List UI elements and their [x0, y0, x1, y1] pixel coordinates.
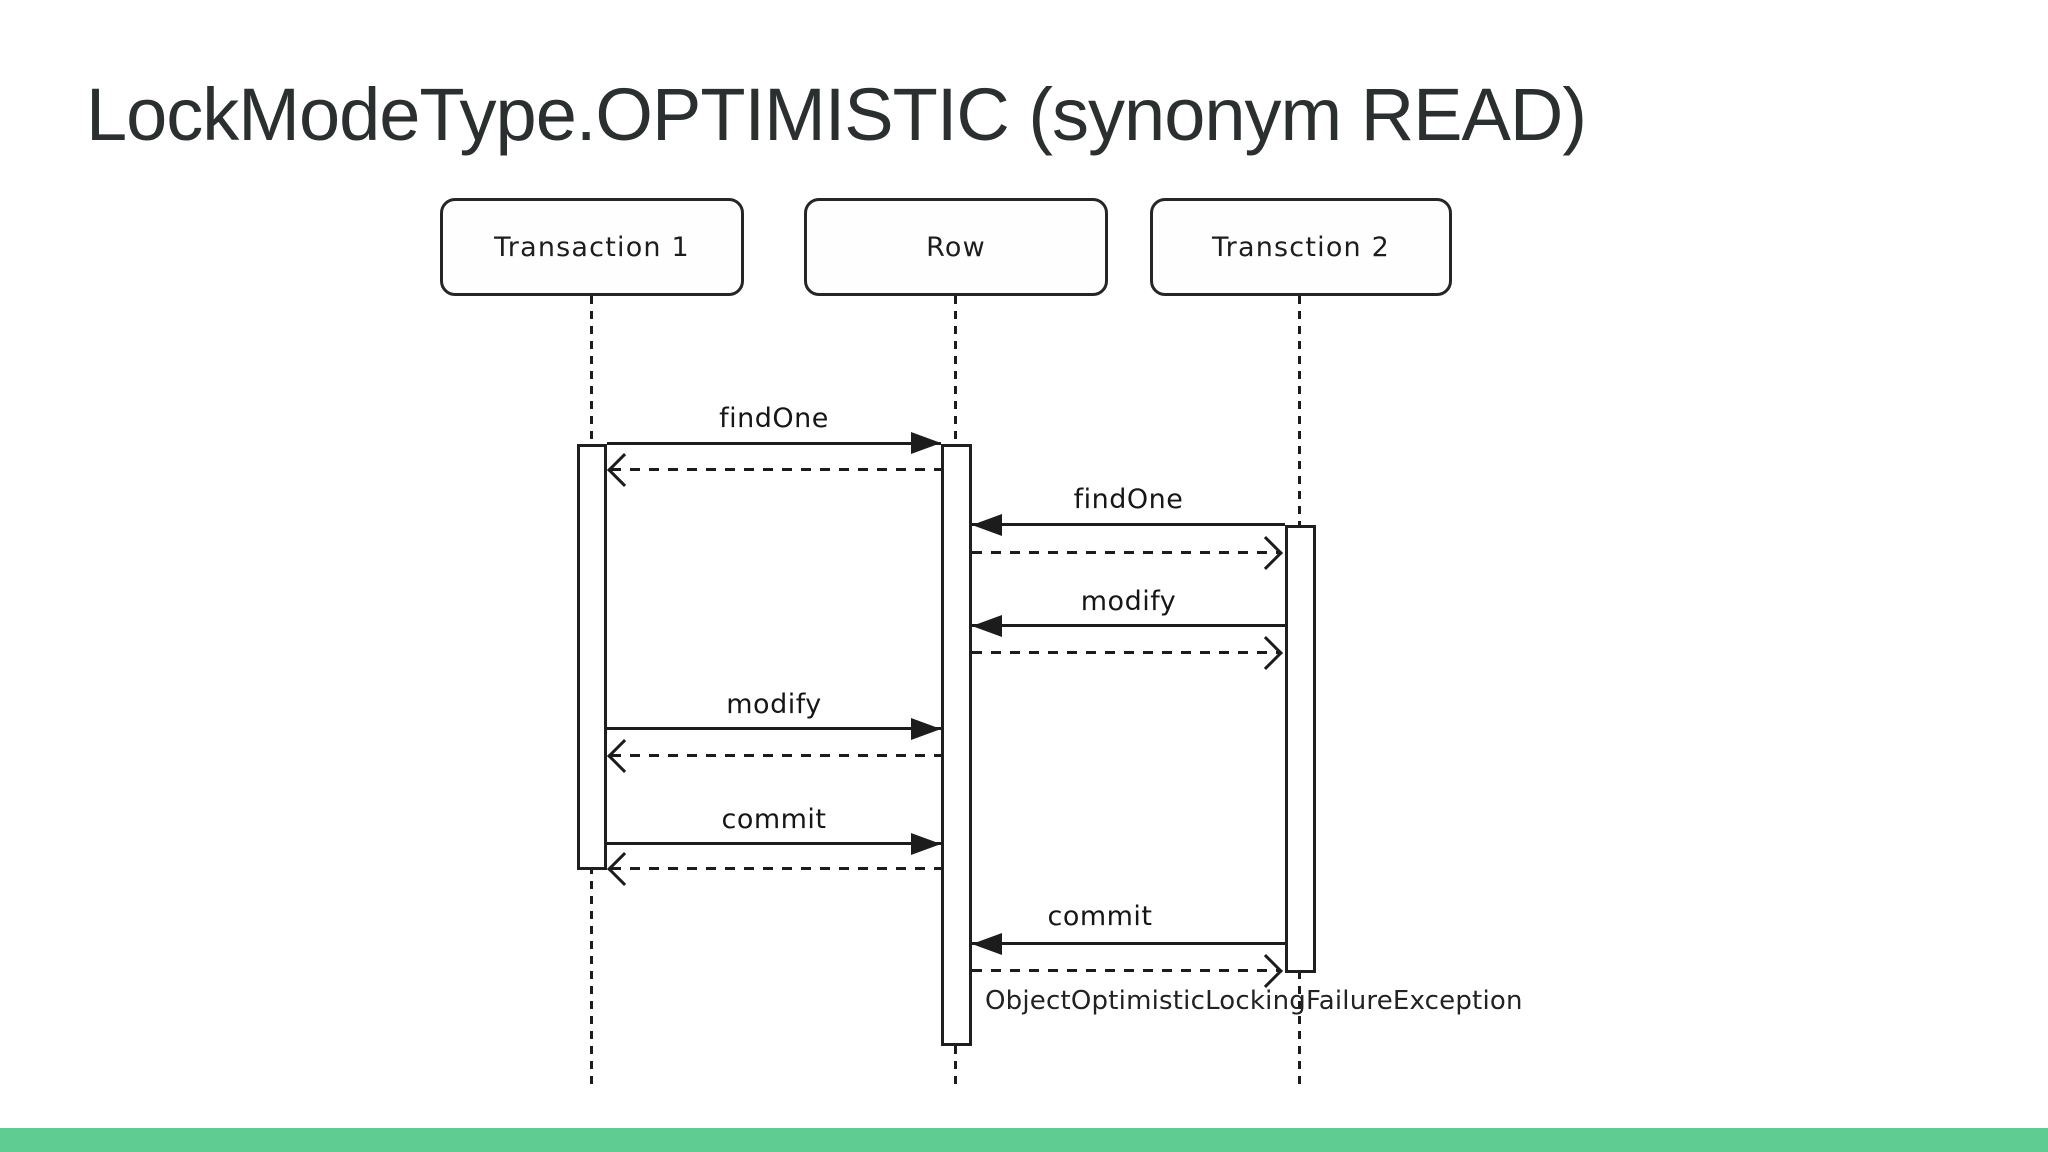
message-line	[607, 727, 941, 730]
message-line	[607, 842, 941, 845]
open-arrowhead-right-icon	[1249, 636, 1283, 670]
participant-box-transaction-1: Transaction 1	[440, 198, 744, 296]
message-label: findOne	[719, 403, 829, 434]
return-line	[611, 468, 941, 471]
open-arrowhead-right-icon	[1249, 954, 1283, 988]
message-line	[972, 523, 1285, 526]
message-label: modify	[726, 689, 822, 720]
return-line	[611, 867, 941, 870]
activation-bar-row	[941, 444, 972, 1046]
message-label: findOne	[1073, 484, 1184, 515]
message-label: commit	[1047, 901, 1153, 932]
participant-label: Transaction 1	[494, 231, 690, 263]
slide-title: LockModeType.OPTIMISTIC (synonym READ)	[86, 73, 1587, 156]
open-arrowhead-right-icon	[1249, 536, 1283, 570]
arrowhead-left-icon	[972, 933, 1002, 955]
return-line	[972, 651, 1280, 654]
exception-label: ObjectOptimisticLockingFailureException	[985, 986, 1523, 1016]
arrowhead-right-icon	[911, 718, 941, 740]
participant-box-row: Row	[804, 198, 1108, 296]
arrowhead-right-icon	[911, 833, 941, 855]
arrowhead-left-icon	[972, 615, 1002, 637]
participant-box-transaction-2: Transction 2	[1150, 198, 1452, 296]
open-arrowhead-left-icon	[607, 453, 641, 487]
activation-bar-transaction-1	[577, 444, 607, 870]
open-arrowhead-left-icon	[607, 852, 641, 886]
return-line	[611, 754, 941, 757]
return-line	[972, 551, 1280, 554]
return-line	[972, 969, 1280, 972]
message-line	[607, 442, 941, 445]
message-label: modify	[1080, 586, 1177, 617]
open-arrowhead-left-icon	[607, 739, 641, 773]
message-label: commit	[721, 804, 827, 835]
message-line	[972, 942, 1285, 945]
footer-accent-bar	[0, 1128, 2048, 1152]
arrowhead-right-icon	[911, 432, 941, 454]
arrowhead-left-icon	[972, 514, 1002, 536]
message-line	[972, 624, 1285, 627]
participant-label: Row	[926, 231, 986, 263]
activation-bar-transaction-2	[1285, 525, 1316, 973]
participant-label: Transction 2	[1211, 231, 1391, 263]
